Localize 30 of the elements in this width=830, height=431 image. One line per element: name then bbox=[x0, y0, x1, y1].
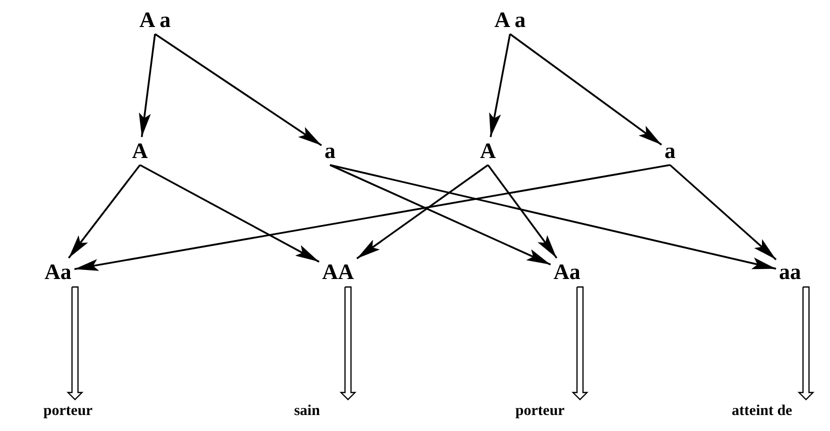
arrow bbox=[140, 164, 320, 263]
genotype-label: AA bbox=[322, 261, 354, 283]
arrow bbox=[356, 164, 489, 260]
genotype-label: Aa bbox=[554, 261, 580, 283]
arrow bbox=[509, 33, 662, 146]
arrow bbox=[489, 34, 511, 138]
arrow bbox=[330, 164, 776, 270]
arrow bbox=[330, 164, 551, 266]
genotype-label: A bbox=[480, 140, 496, 162]
genotype-label: A a bbox=[494, 9, 526, 31]
genotype-label: a bbox=[324, 140, 336, 162]
arrow bbox=[669, 164, 777, 260]
phenotype-label: porteur bbox=[43, 404, 93, 418]
arrow bbox=[138, 34, 156, 138]
genotype-label: A bbox=[132, 140, 148, 162]
arrow bbox=[68, 164, 141, 259]
genotype-label: aa bbox=[779, 261, 801, 283]
hollow-arrow bbox=[66, 286, 84, 400]
phenotype-label: porteur bbox=[515, 404, 565, 418]
genotype-label: A a bbox=[139, 9, 171, 31]
hollow-arrow bbox=[340, 286, 356, 400]
hollow-arrow bbox=[798, 286, 814, 400]
hollow-arrow bbox=[572, 286, 588, 400]
phenotype-label: atteint de bbox=[732, 404, 792, 418]
arrow bbox=[74, 164, 670, 271]
phenotype-label: sain bbox=[294, 404, 320, 418]
arrow bbox=[487, 164, 558, 259]
genotype-label: Aa bbox=[44, 261, 72, 283]
genotype-label: a bbox=[664, 140, 676, 162]
arrow bbox=[154, 33, 322, 146]
